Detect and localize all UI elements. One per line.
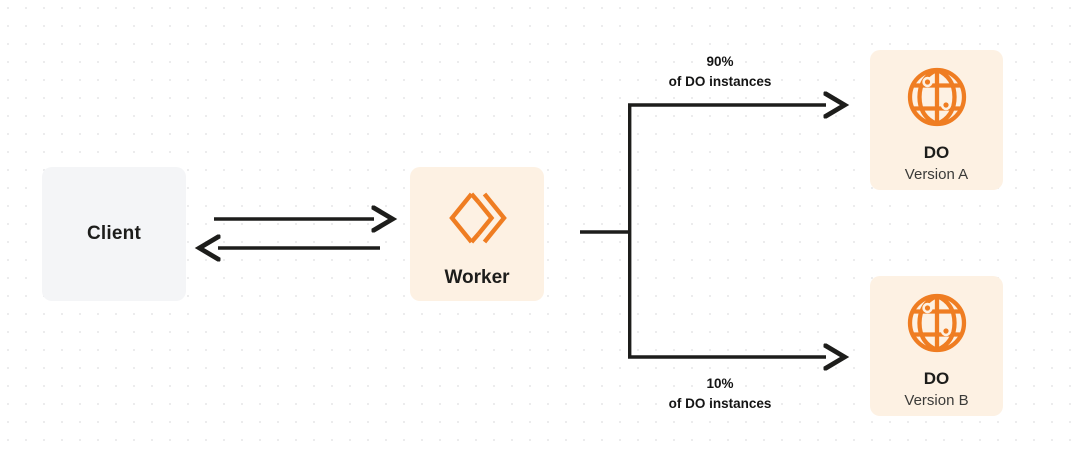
edge-label-percent: 90% <box>706 54 734 69</box>
node-worker-title: Worker <box>444 267 510 288</box>
node-do-b-subtitle: Version B <box>904 392 969 410</box>
durable-object-globe-icon <box>906 66 968 128</box>
node-do-version-a[interactable]: DO Version A <box>870 50 1003 190</box>
edge-label-worker-to-do-b: 10% of DO instances <box>607 374 833 413</box>
node-do-a-title: DO <box>923 143 950 162</box>
node-client-title: Client <box>87 223 141 244</box>
edge-label-percent: 10% <box>706 376 734 391</box>
node-do-a-subtitle: Version A <box>904 166 969 184</box>
node-do-b-title: DO <box>923 369 950 388</box>
edge-label-worker-to-do-a: 90% of DO instances <box>607 52 833 91</box>
edge-label-detail: of DO instances <box>668 395 772 411</box>
node-worker[interactable]: Worker <box>410 167 544 301</box>
durable-object-globe-icon <box>906 292 968 354</box>
node-client[interactable]: Client <box>42 167 186 301</box>
edge-label-detail: of DO instances <box>668 73 772 89</box>
node-do-version-b[interactable]: DO Version B <box>870 276 1003 416</box>
cloudflare-workers-icon <box>445 189 509 247</box>
